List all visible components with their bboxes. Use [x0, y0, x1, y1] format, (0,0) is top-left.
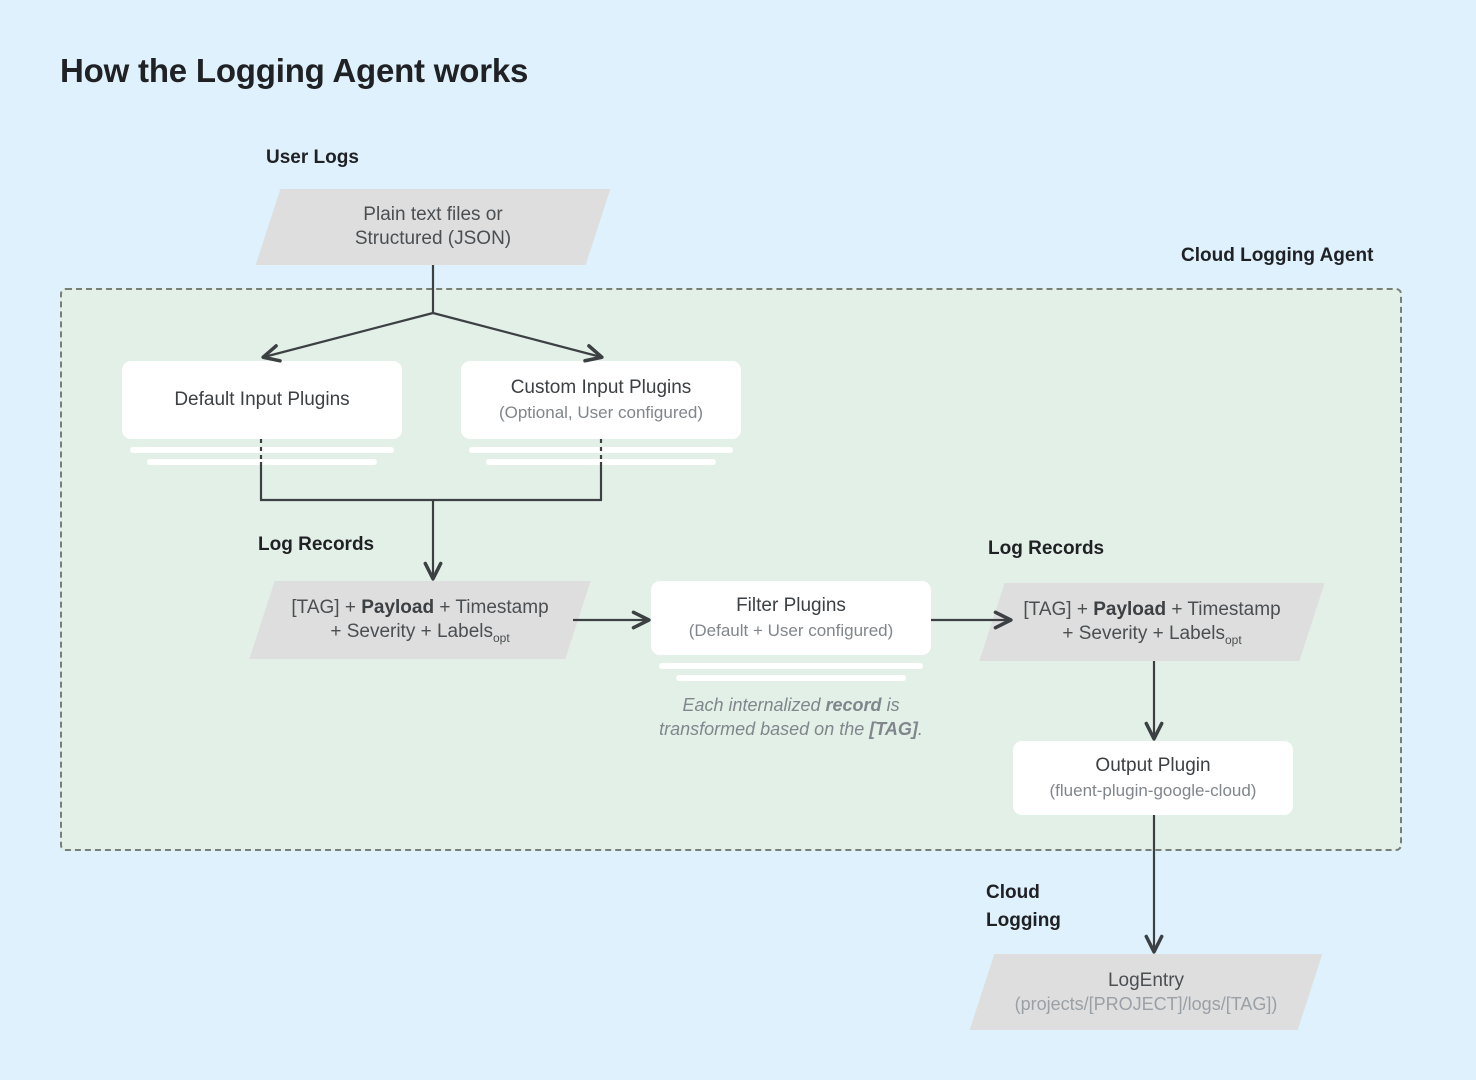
node-filter-plugins-subtitle: (Default + User configured) [688, 621, 894, 641]
annotation-transform-note: Each internalized record is transformed … [641, 693, 941, 742]
node-log-entry: LogEntry (projects/[PROJECT]/logs/[TAG]) [969, 954, 1323, 1030]
card-stack-layer-2 [486, 459, 716, 465]
node-output-plugin-title: Output Plugin [1095, 754, 1211, 776]
node-custom-input-plugins-title: Custom Input Plugins [510, 376, 692, 398]
node-user-logs-source-line2: Structured (JSON) [354, 228, 512, 249]
node-output-plugin-face: Output Plugin (fluent-plugin-google-clou… [1013, 741, 1293, 815]
tag-token: [TAG] + [1023, 599, 1094, 621]
node-custom-input-plugins-subtitle: (Optional, User configured) [498, 403, 704, 423]
node-filter-plugins-title: Filter Plugins [736, 594, 846, 616]
node-log-record-left: [TAG] + Payload + Timestamp + Severity +… [249, 581, 591, 659]
note-token-f: . [917, 719, 923, 740]
node-output-plugin-subtitle: (fluent-plugin-google-cloud) [1049, 781, 1257, 801]
card-stack-layer-1 [469, 447, 733, 453]
node-log-record-right-line2: + Severity + Labelsopt [1062, 622, 1242, 647]
note-token-c: is [881, 695, 900, 715]
card-stack-layer-2 [147, 459, 377, 465]
node-user-logs-source-text: Plain text files or Structured (JSON) [268, 189, 598, 265]
caption-cloud-logging: Cloud Logging [986, 879, 1061, 934]
node-user-logs-source: Plain text files or Structured (JSON) [255, 189, 611, 265]
severity-labels-token: + Severity + Labels [1062, 623, 1225, 644]
node-filter-plugins[interactable]: Filter Plugins (Default + User configure… [651, 581, 931, 681]
card-stack-layer-2 [676, 675, 906, 681]
timestamp-token: + Timestamp [1166, 599, 1281, 621]
caption-log-records-right: Log Records [988, 538, 1105, 559]
note-token-tag: [TAG] [869, 719, 918, 740]
opt-subscript: opt [1224, 633, 1242, 647]
node-log-record-left-line1: [TAG] + Payload + Timestamp [291, 596, 548, 620]
node-output-plugin[interactable]: Output Plugin (fluent-plugin-google-clou… [1013, 741, 1293, 815]
node-log-entry-title: LogEntry [1107, 969, 1185, 991]
node-default-input-plugins[interactable]: Default Input Plugins [122, 361, 402, 465]
caption-log-records-left: Log Records [258, 534, 375, 555]
node-custom-input-plugins-face: Custom Input Plugins (Optional, User con… [461, 361, 741, 439]
card-stack-layer-1 [130, 447, 394, 453]
node-log-record-right: [TAG] + Payload + Timestamp + Severity +… [979, 583, 1325, 661]
node-log-entry-text: LogEntry (projects/[PROJECT]/logs/[TAG]) [982, 954, 1310, 1030]
severity-labels-token: + Severity + Labels [330, 621, 493, 642]
payload-token: Payload [361, 597, 435, 619]
node-user-logs-source-line1: Plain text files or [363, 204, 503, 226]
timestamp-token: + Timestamp [434, 597, 549, 619]
note-token-record: record [825, 695, 882, 715]
node-log-record-left-text: [TAG] + Payload + Timestamp + Severity +… [262, 581, 578, 659]
page-title: How the Logging Agent works [60, 52, 529, 89]
caption-cloud-logging-line1: Cloud [986, 882, 1040, 903]
tag-token: [TAG] + [291, 597, 362, 619]
annotation-transform-note-line1: Each internalized record is [641, 693, 941, 717]
caption-cloud-logging-agent: Cloud Logging Agent [1181, 245, 1374, 266]
opt-subscript: opt [492, 631, 510, 645]
node-log-record-right-line1: [TAG] + Payload + Timestamp [1023, 598, 1280, 622]
annotation-transform-note-line2: transformed based on the [TAG]. [641, 717, 941, 741]
node-default-input-plugins-title: Default Input Plugins [174, 388, 350, 410]
node-log-record-left-line2: + Severity + Labelsopt [330, 620, 510, 645]
node-custom-input-plugins[interactable]: Custom Input Plugins (Optional, User con… [461, 361, 741, 465]
caption-user-logs: User Logs [266, 147, 359, 168]
node-log-entry-subtitle: (projects/[PROJECT]/logs/[TAG]) [1014, 993, 1278, 1014]
payload-token: Payload [1093, 599, 1167, 621]
node-log-record-right-text: [TAG] + Payload + Timestamp + Severity +… [992, 583, 1312, 661]
note-token-a: Each internalized [682, 695, 826, 715]
node-filter-plugins-face: Filter Plugins (Default + User configure… [651, 581, 931, 655]
note-token-d: transformed based on the [659, 719, 870, 740]
node-default-input-plugins-face: Default Input Plugins [122, 361, 402, 439]
card-stack-layer-1 [659, 663, 923, 669]
caption-cloud-logging-line2: Logging [986, 909, 1061, 931]
